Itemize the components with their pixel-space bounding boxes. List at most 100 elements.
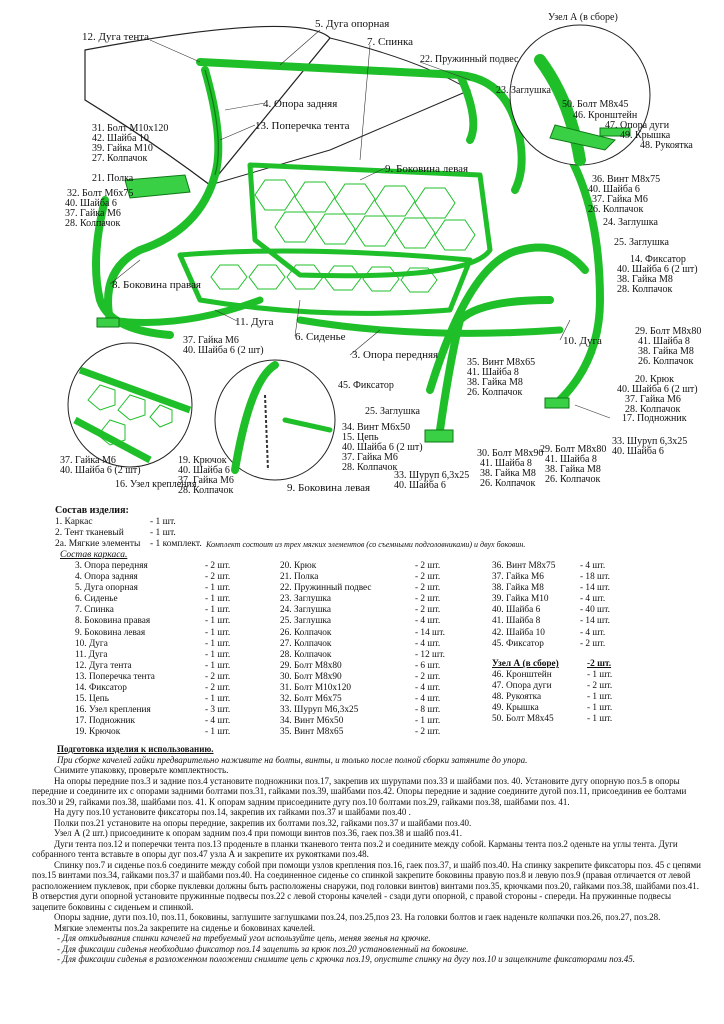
- label-50: 50. Болт М8х45: [562, 99, 628, 110]
- part-row: 4. Опора задняя- 2 шт.: [75, 572, 245, 583]
- label-41d: 41. Шайба 8: [638, 336, 690, 347]
- part-name: 3. Опора передняя: [75, 561, 148, 571]
- part-name: 34. Винт М6х50: [280, 716, 344, 727]
- part-name: 49. Крышка: [492, 703, 539, 714]
- composition-name: 1. Каркас: [55, 517, 93, 527]
- label-28e: 28. Колпачок: [617, 284, 672, 295]
- part-name: 5. Дуга опорная: [75, 583, 138, 594]
- label-29b: 29. Болт М8х80: [635, 326, 701, 337]
- label-24: 24. Заглушка: [603, 217, 658, 228]
- part-row: 5. Дуга опорная- 1 шт.: [75, 583, 245, 594]
- part-qty: - 2 шт.: [205, 561, 231, 571]
- part-row: 29. Болт М8х80- 6 шт.: [280, 661, 455, 672]
- label-16: 16. Узел крепления: [115, 479, 197, 490]
- part-name: 26. Колпачок: [280, 627, 332, 638]
- label-39: 39. Гайка М10: [92, 143, 153, 154]
- composition-qty: - 1 шт.: [150, 517, 176, 527]
- part-row: 16. Узел крепления - 3 шт.: [75, 705, 245, 716]
- label-40e: 40. Шайба 6 (2 шт): [342, 442, 423, 453]
- label-27: 27. Колпачок: [92, 153, 147, 164]
- composition-qty: - 1 шт.: [150, 528, 176, 538]
- part-row: 31. Болт М10х120- 4 шт.: [280, 683, 455, 694]
- preparation-paragraph: На дугу поз.10 установите фиксаторы поз.…: [54, 807, 411, 817]
- part-name: 16. Узел крепления: [75, 705, 151, 716]
- label-6: 6. Сиденье: [295, 331, 346, 343]
- composition-list: 1. Каркас - 1 шт. 2. Тент тканевый - 1 ш…: [55, 517, 525, 550]
- part-qty: - 1 шт.: [415, 716, 441, 727]
- label-13: 13. Поперечка тента: [255, 120, 350, 132]
- part-name: 29. Болт М8х80: [280, 660, 342, 671]
- label-37b: 37. Гайка М6: [183, 335, 239, 346]
- part-name: 36. Винт М8х75: [492, 561, 556, 571]
- part-name: 23. Заглушка: [280, 594, 332, 605]
- label-3: 3. Опора передняя: [352, 349, 438, 361]
- label-14: 14. Фиксатор: [630, 254, 686, 265]
- part-qty: - 4 шт.: [415, 683, 441, 694]
- part-qty: - 2 шт.: [580, 638, 606, 649]
- part-qty: - 14 шт.: [580, 616, 610, 627]
- part-name: 10. Дуга: [75, 638, 108, 649]
- nodeA-qty: -2 шт.: [587, 659, 612, 669]
- nodeA-rows: 46. Кронштейн- 1 шт.47. Опора дуги- 2 шт…: [492, 670, 627, 725]
- part-row: 11. Дуга- 1 шт.: [75, 650, 245, 661]
- part-qty: - 1 шт.: [587, 670, 613, 681]
- preparation-notes: - Для откидывания спинки качелей на треб…: [32, 933, 702, 965]
- label-5: 5. Дуга опорная: [315, 18, 389, 30]
- part-qty: - 1 шт.: [205, 649, 231, 660]
- label-40c: 40. Шайба 6 (2 шт): [60, 465, 141, 476]
- part-qty: - 2 шт.: [205, 671, 231, 682]
- part-name: 46. Кронштейн: [492, 670, 552, 681]
- part-name: 24. Заглушка: [280, 605, 332, 616]
- shelf: [124, 174, 191, 199]
- part-row: 38. Гайка М8- 14 шт.: [492, 583, 625, 594]
- label-37a: 37. Гайка М6: [65, 208, 121, 219]
- part-row: 41. Шайба 8 - 14 шт.: [492, 616, 625, 627]
- label-46: 46. Кронштейн: [573, 110, 638, 121]
- label-37d: 37. Гайка М6: [178, 475, 234, 486]
- label-nodeA-title: Узел А (в сборе): [548, 12, 618, 23]
- label-26a: 26. Колпачок: [467, 387, 522, 398]
- composition-row: 2. Тент тканевый - 1 шт.: [55, 528, 525, 539]
- part-row: 27. Колпачок- 4 шт.: [280, 639, 455, 650]
- part-row: 48. Рукоятка- 1 шт.: [492, 692, 627, 703]
- label-26c: 26. Колпачок: [545, 474, 600, 485]
- label-37c: 37. Гайка М6: [60, 455, 116, 466]
- part-row: 6. Сиденье- 1 шт.: [75, 594, 245, 605]
- feet: [96, 317, 570, 443]
- leader-lines: [109, 29, 611, 419]
- label-38b: 38. Гайка М8: [480, 468, 536, 479]
- part-row: 12. Дуга тента- 1 шт.: [75, 661, 245, 672]
- label-15: 15. Цепь: [342, 432, 379, 443]
- part-name: 30. Болт М8х90: [280, 671, 342, 682]
- label-41b: 41. Шайба 8: [480, 458, 532, 469]
- part-name: 7. Спинка: [75, 605, 114, 616]
- part-qty: - 2 шт.: [415, 561, 441, 571]
- detail-nodeA: [534, 54, 631, 166]
- label-40a: 40. Шайба 6: [65, 198, 117, 209]
- part-row: 17. Подножник- 4 шт.: [75, 716, 245, 727]
- part-name: 13. Поперечка тента: [75, 671, 155, 682]
- composition-row: 1. Каркас - 1 шт.: [55, 517, 525, 528]
- composition-name: 2. Тент тканевый: [55, 528, 124, 538]
- preparation-note: - Для фиксации сиденья необходимо фиксат…: [57, 943, 469, 954]
- part-name: 20. Крюк: [280, 561, 317, 571]
- part-name: 4. Опора задняя: [75, 572, 138, 583]
- label-38a: 38. Гайка М8: [467, 377, 523, 388]
- composition-title: Состав изделия:: [55, 505, 129, 516]
- part-name: 41. Шайба 8: [492, 616, 541, 627]
- part-qty: - 3 шт.: [205, 705, 231, 716]
- label-33b: 33. Шуруп 6,3х25: [612, 436, 687, 447]
- part-qty: - 1 шт.: [205, 694, 231, 705]
- part-qty: - 1 шт.: [205, 616, 231, 627]
- part-row: 14. Фиксатор- 2 шт.: [75, 683, 245, 694]
- part-name: 50. Болт М8х45: [492, 714, 554, 725]
- part-name: 42. Шайба 10: [492, 627, 545, 638]
- seat-back: [177, 162, 493, 316]
- label-38c: 38. Гайка М8: [545, 464, 601, 475]
- preparation-section: Подготовка изделия к использованию. При …: [32, 744, 702, 965]
- label-23: 23. Заглушка: [496, 85, 551, 96]
- part-row: 8. Боковина правая- 1 шт.: [75, 616, 245, 627]
- part-qty: - 2 шт.: [415, 727, 441, 738]
- part-qty: - 12 шт.: [415, 649, 445, 660]
- part-row: 50. Болт М8х45- 1 шт.: [492, 714, 627, 725]
